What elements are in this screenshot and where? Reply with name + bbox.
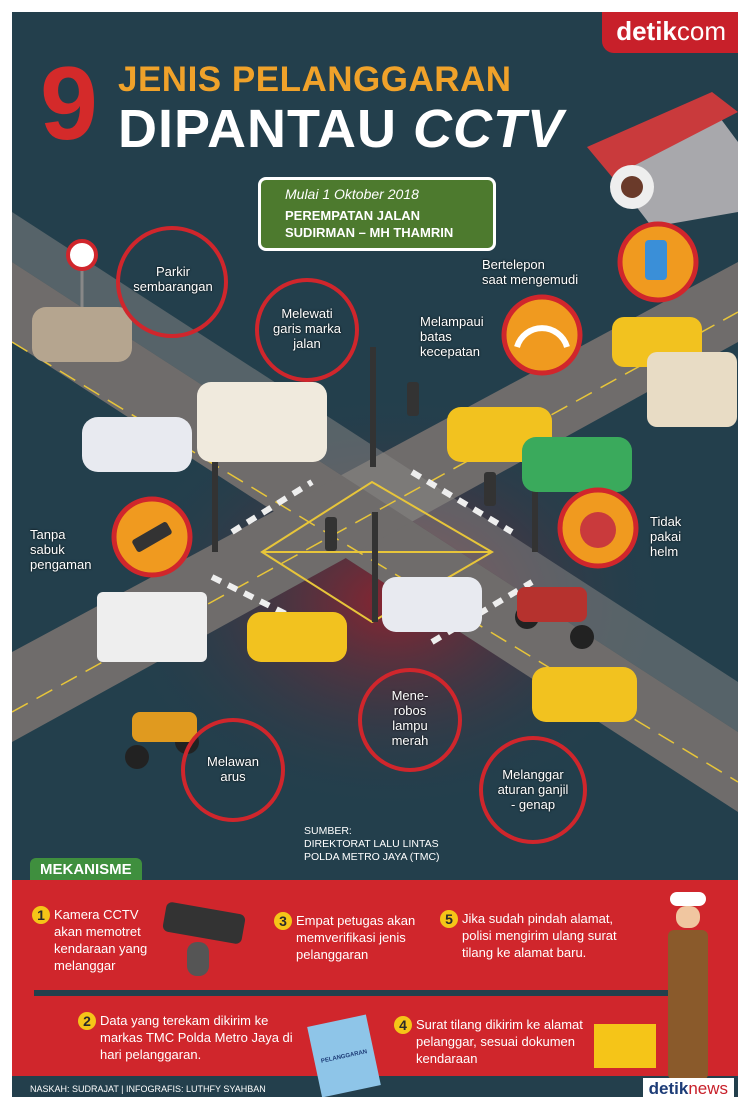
location-line-1: PEREMPATAN JALAN	[285, 208, 421, 223]
location-sign: Mulai 1 Oktober 2018 PEREMPATAN JALAN SU…	[258, 177, 496, 251]
police-officer-icon	[662, 892, 712, 1082]
cctv-icon	[162, 901, 246, 945]
bus-right	[647, 352, 737, 427]
timeline	[34, 990, 684, 996]
location-line-2: SUDIRMAN – MH THAMRIN	[285, 225, 454, 240]
callout-circles	[116, 226, 587, 844]
title-line-1: JENIS PELANGGARAN	[118, 60, 512, 99]
envelope-icon	[594, 1024, 656, 1068]
credits: NASKAH: SUDRAJAT | INFOGRAFIS: LUTHFY SY…	[30, 1084, 266, 1094]
white-car-center	[382, 577, 482, 632]
truck	[97, 592, 207, 662]
infographic: detikcom 9 JENIS PELANGGARAN DIPANTAU CC…	[12, 12, 738, 1097]
cctv-camera	[587, 92, 738, 227]
parked-car	[32, 307, 132, 362]
icon-circles	[111, 221, 699, 578]
motorcycle-helmetless	[517, 587, 587, 622]
motorcycle	[132, 712, 197, 742]
title-number: 9	[40, 46, 98, 162]
yellow-car-bottom	[532, 667, 637, 722]
speedometer-icon	[501, 294, 583, 376]
mechanism-heading: MEKANISME	[30, 858, 142, 880]
cctv-mount-icon	[187, 942, 209, 976]
ticket-document-icon: PELANGGARAN	[307, 1014, 381, 1097]
vehicles	[32, 307, 737, 769]
no-parking-sign	[66, 239, 98, 307]
green-car	[522, 437, 632, 492]
start-date: Mulai 1 Oktober 2018	[285, 186, 419, 202]
white-car	[82, 417, 192, 472]
bus	[197, 382, 327, 462]
yellow-car	[247, 612, 347, 662]
title-line-2: DIPANTAU CCTV	[118, 99, 564, 159]
intersection-illustration	[12, 92, 738, 844]
detikcom-logo: detikcom	[602, 12, 738, 53]
detiknews-logo: detiknews	[642, 1078, 734, 1097]
